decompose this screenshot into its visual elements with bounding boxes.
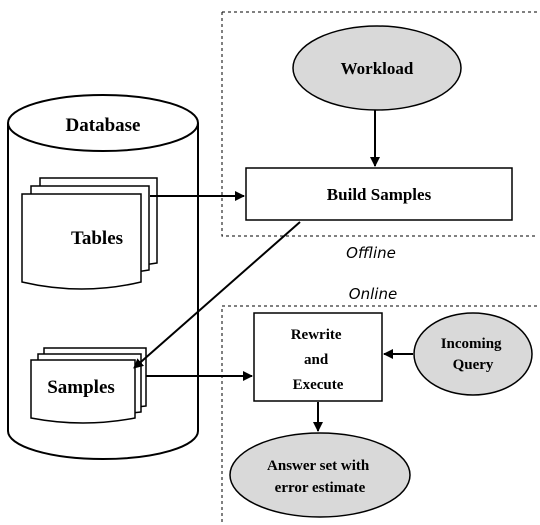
online-region [221, 305, 538, 522]
workload-node [292, 25, 462, 111]
tables-document-stack [21, 177, 158, 290]
samples-document-stack [30, 347, 147, 424]
rewrite-line-2: and [304, 352, 329, 368]
rewrite-execute-label: Rewrite and Execute [291, 327, 346, 393]
workload-label: Workload [341, 59, 414, 78]
incoming-query-node [413, 312, 533, 396]
build-samples-box [245, 167, 513, 221]
rewrite-line-1: Rewrite [291, 327, 342, 343]
rewrite-execute-box [253, 312, 383, 402]
answer-set-node [229, 432, 411, 518]
answer-set-label: Answer set with error estimate [267, 458, 373, 496]
database-label: Database [66, 115, 141, 136]
samples-label: Samples [47, 377, 115, 398]
answer-line-2: error estimate [275, 480, 366, 496]
incoming-line-1: Incoming [441, 336, 502, 352]
build-samples-label: Build Samples [327, 185, 432, 204]
online-label: Online [349, 285, 397, 303]
offline-label: Offline [346, 244, 396, 262]
tables-label: Tables [71, 228, 123, 249]
incoming-line-2: Query [453, 357, 494, 373]
answer-line-1: Answer set with [267, 458, 370, 474]
offline-region [221, 11, 538, 237]
rewrite-line-3: Execute [293, 377, 344, 393]
arrow-build-to-samples [133, 221, 301, 369]
incoming-query-label: Incoming Query [441, 336, 506, 373]
